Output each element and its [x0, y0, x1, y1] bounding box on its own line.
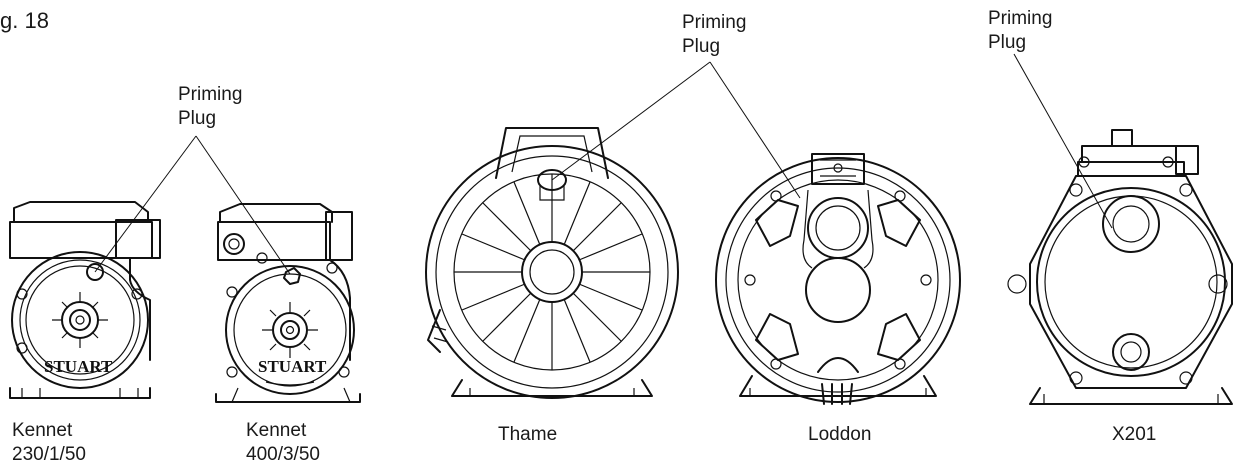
kennet-230-name: Kennet: [12, 420, 73, 441]
kennet-priming-plug-label-2: Plug: [178, 108, 217, 129]
x201-priming-plug-label-2: Plug: [988, 32, 1027, 53]
loddon-drawing: [715, 153, 961, 405]
kennet-400-spec: 400/3/50: [246, 444, 320, 465]
thame-loddon-priming-plug-label-2: Plug: [682, 36, 721, 57]
kennet-230-spec: 230/1/50: [12, 444, 86, 465]
kennet-400-drawing: STUART: [215, 203, 361, 403]
priming-plug-leaders: [94, 53, 1113, 275]
kennet-priming-plug-label-1: Priming: [178, 84, 243, 105]
thame-drawing: [425, 127, 679, 399]
kennet-230-drawing: STUART: [9, 201, 161, 399]
kennet-230-logo: STUART: [44, 357, 113, 376]
loddon-name: Loddon: [808, 424, 872, 445]
x201-priming-plug-label-1: Priming: [988, 8, 1053, 29]
figure-label: g. 18: [0, 8, 49, 33]
x201-drawing: [1007, 129, 1233, 405]
kennet-400-name: Kennet: [246, 420, 307, 441]
kennet-400-logo: STUART: [258, 357, 327, 376]
x201-name: X201: [1112, 424, 1157, 445]
thame-name: Thame: [498, 424, 558, 445]
thame-loddon-priming-plug-label-1: Priming: [682, 12, 747, 33]
